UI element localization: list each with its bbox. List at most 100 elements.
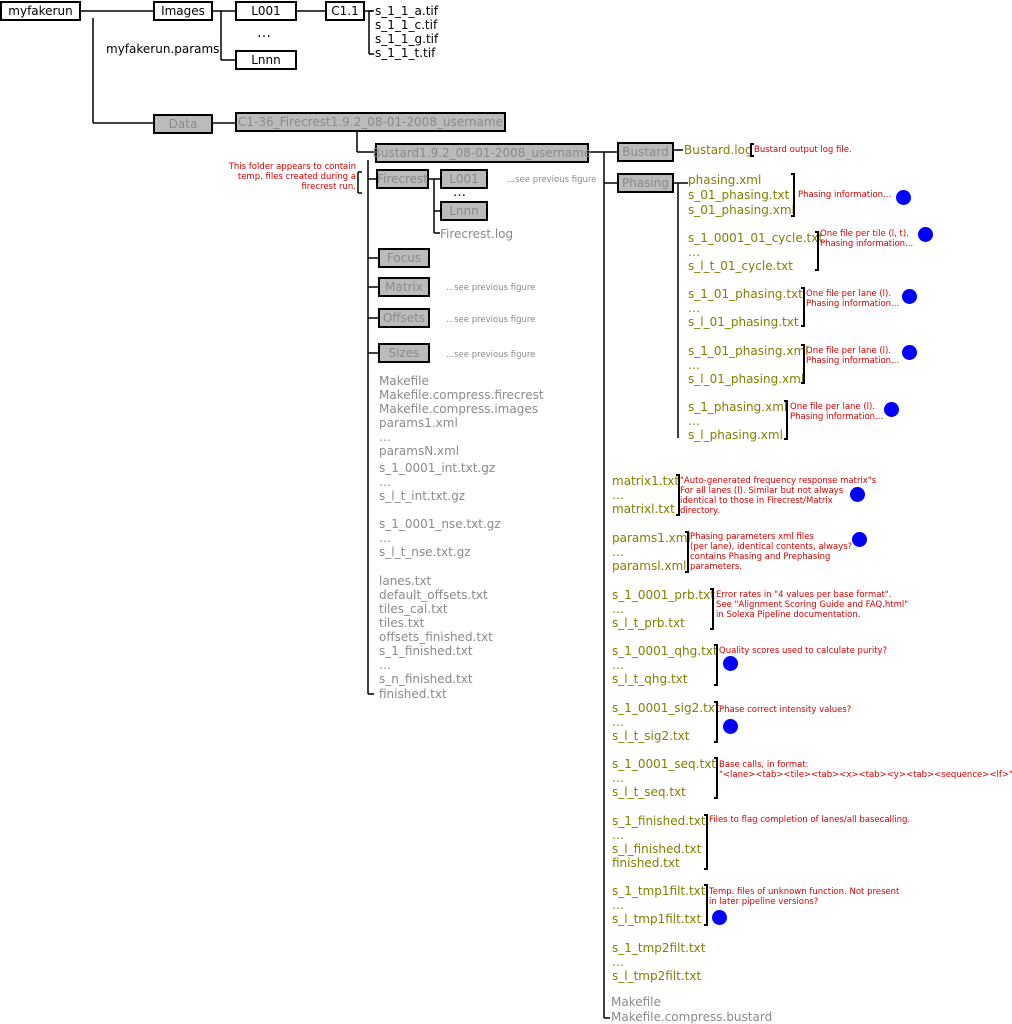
bustard-box: Bustard: [617, 142, 674, 162]
firecrest-file: default_offsets.txt: [379, 588, 488, 602]
firecrest-file: tiles_cal.txt: [379, 602, 448, 616]
bustard-file: matrix1.txt: [612, 474, 680, 488]
firecrest-file: tiles.txt: [379, 616, 425, 630]
bustard-file: s_1_0001_sig2.txt: [612, 701, 720, 715]
bustard-file: paramsl.xml: [612, 559, 687, 573]
bustard-file: s_l_tmp2filt.txt: [612, 969, 702, 983]
bustard-file: s_l_t_seq.txt: [612, 785, 686, 799]
phasing-file: s_l_phasing.xml: [688, 428, 783, 442]
sizes-see-previous: ...see previous figure: [446, 350, 536, 360]
bustard-group-bracket: [676, 474, 680, 516]
flag-marker: [723, 719, 738, 734]
bustard-file: …: [612, 545, 624, 559]
phasing-file: …: [688, 358, 700, 372]
bustard-makefile: Makefile: [611, 995, 661, 1009]
firecrest-box: Firecrest: [376, 169, 429, 189]
focus-box: Focus: [378, 248, 430, 268]
bustard-dir-box: Bustard1.9.2_08-01-2008_username: [373, 143, 591, 163]
images-box: Images: [153, 1, 213, 21]
bustard-file: s_1_tmp1filt.txt: [612, 884, 706, 898]
tif-file-2: s_1_1_c.tif: [375, 18, 438, 32]
bustard-file: …: [612, 658, 624, 672]
phasing-file: …: [688, 414, 700, 428]
bustard-log: Bustard.log: [684, 143, 753, 157]
phasing-group-note: One file per lane (l). Phasing informati…: [806, 346, 900, 366]
c1-36-box: C1-36_Firecrest1.9.2_08-01-2008_username: [235, 112, 506, 132]
firecrest-file: Makefile: [379, 374, 429, 388]
flag-marker: [850, 487, 865, 502]
firecrest-file: Makefile.compress.firecrest: [379, 388, 544, 402]
c1-1-box: C1.1: [325, 1, 365, 21]
flag-marker: [918, 227, 933, 242]
l001-fc-box: L001: [440, 169, 488, 189]
fc-dots: …: [453, 185, 466, 200]
bustard-group-bracket: [704, 814, 708, 870]
bustard-log-bracket: [750, 143, 754, 157]
sizes-box: Sizes: [378, 343, 430, 363]
phasing-file: …: [688, 301, 700, 315]
flag-marker: [884, 402, 899, 417]
phasing-group-note: Phasing information...: [798, 190, 892, 200]
l001-top-box: L001: [235, 1, 297, 21]
phasing-file: s_1_01_phasing.xml: [688, 344, 809, 358]
myfakerun-box: myfakerun: [0, 1, 81, 21]
bustard-file: …: [612, 488, 624, 502]
firecrest-file: …: [379, 658, 391, 672]
bustard-file: s_1_0001_prb.txt: [612, 588, 715, 602]
phasing-group-bracket: [815, 231, 819, 271]
firecrest-file: s_1_0001_int.txt.gz: [379, 461, 496, 475]
top-dots: …: [257, 25, 271, 41]
matrix-box: Matrix: [378, 277, 430, 297]
phasing-file: s_01_phasing.xml: [688, 203, 795, 217]
phasing-group-note: One file per lane (l). Phasing informati…: [806, 289, 900, 309]
phasing-box: Phasing: [617, 173, 674, 193]
firecrest-file: s_l_t_nse.txt.gz: [379, 545, 471, 559]
bustard-group-bracket: [714, 757, 718, 799]
phasing-file: …: [688, 245, 700, 259]
phasing-group-bracket: [801, 287, 805, 327]
offsets-see-previous: ...see previous figure: [446, 315, 536, 325]
flag-marker: [852, 532, 867, 547]
phasing-group-note: One file per lane (l). Phasing informati…: [790, 402, 884, 422]
bustard-file: s_1_tmp2filt.txt: [612, 941, 706, 955]
l001-see-previous: ...see previous figure: [507, 175, 597, 185]
firecrest-folder-note: This folder appears to contain temp. fil…: [228, 162, 356, 192]
bustard-file: s_1_0001_qhg.txt: [612, 644, 718, 658]
lnnn-fc-box: Lnnn: [440, 201, 488, 221]
firecrest-file: Makefile.compress.images: [379, 402, 538, 416]
tif-file-3: s_1_1_g.tif: [375, 32, 439, 46]
phasing-group-note: One file per tile (l, t). Phasing inform…: [820, 229, 914, 249]
flag-marker: [896, 190, 911, 205]
bustard-file: finished.txt: [612, 856, 680, 870]
firecrest-file: …: [379, 531, 391, 545]
bustard-file: s_l_t_qhg.txt: [612, 672, 688, 686]
bustard-group-note: Base calls, in format: "<lane><tab><tile…: [719, 760, 1012, 780]
firecrest-file: offsets_finished.txt: [379, 630, 493, 644]
bustard-file: s_l_t_prb.txt: [612, 616, 685, 630]
firecrest-file: params1.xml: [379, 416, 458, 430]
bustard-file: matrixl.txt: [612, 502, 675, 516]
bustard-file: params1.xml: [612, 531, 691, 545]
bustard-group-note: "Auto-generated frequency response matri…: [680, 476, 877, 516]
bustard-file: …: [612, 898, 624, 912]
bustard-file: …: [612, 602, 624, 616]
bustard-file: …: [612, 771, 624, 785]
phasing-group-bracket: [791, 173, 795, 217]
tif-file-1: s_1_1_a.tif: [375, 4, 438, 18]
firecrest-file: …: [379, 430, 391, 444]
phasing-file: s_l_01_phasing.txt: [688, 315, 799, 329]
firecrest-file: …: [379, 475, 391, 489]
bustard-group-bracket: [704, 884, 708, 926]
bustard-file: s_l_t_sig2.txt: [612, 729, 690, 743]
lnnn-top-box: Lnnn: [235, 50, 297, 70]
firecrest-file: lanes.txt: [379, 574, 432, 588]
bustard-makefile-compress: Makefile.compress.bustard: [611, 1010, 773, 1024]
bustard-file: …: [612, 955, 624, 969]
offsets-box: Offsets: [378, 308, 430, 328]
data-box: Data: [153, 114, 213, 134]
phasing-file: s_1_01_phasing.txt: [688, 287, 803, 301]
bustard-group-bracket: [714, 701, 718, 743]
bustard-file: s_1_finished.txt: [612, 814, 706, 828]
bustard-file: …: [612, 715, 624, 729]
bustard-group-note: Temp. files of unknown function. Not pre…: [709, 887, 900, 907]
